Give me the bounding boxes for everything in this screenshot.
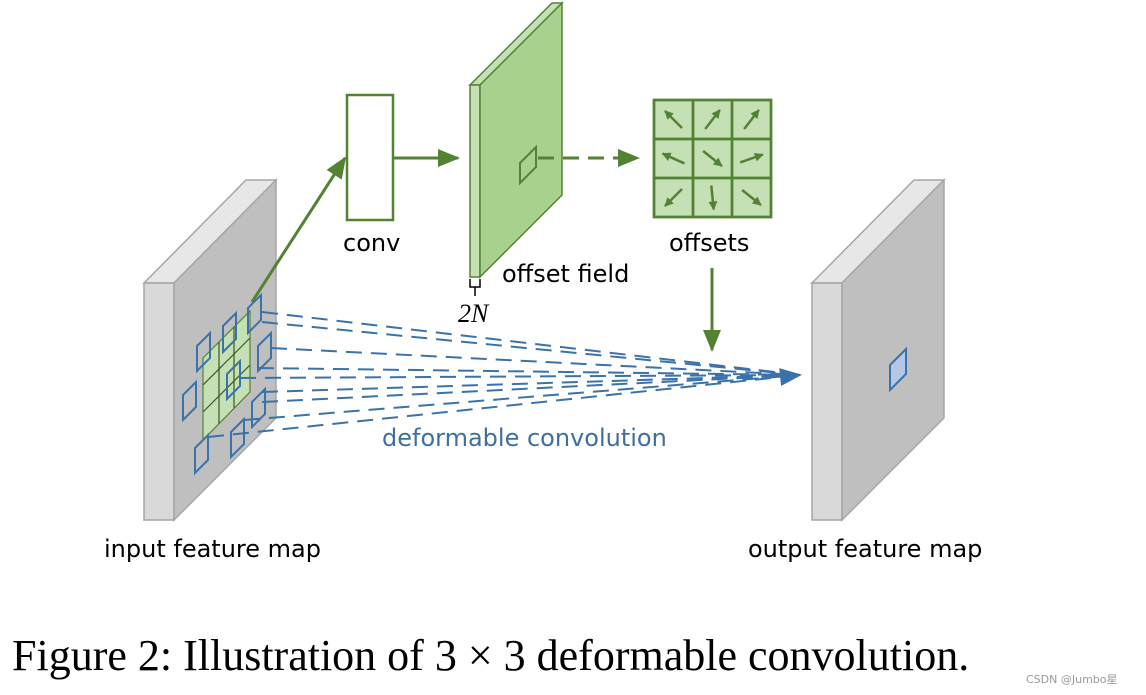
offset-arrow-icon: [702, 150, 723, 167]
output-location: [889, 346, 907, 393]
figure-caption: Figure 2: Illustration of 3 × 3 deformab…: [12, 631, 969, 680]
output-feature-map-label: output feature map: [748, 535, 982, 563]
offsets-grid: [652, 98, 773, 219]
sample-1: [196, 330, 211, 374]
offset-arrow-icon: [743, 109, 760, 130]
offsets-label: offsets: [669, 229, 749, 257]
offset-arrow-icon: [741, 189, 762, 206]
sample-8: [230, 416, 245, 460]
offset-arrow-icon: [739, 152, 764, 164]
offset-arrow-icon: [661, 152, 685, 165]
input-to-conv-arrow: [250, 156, 347, 303]
offset-arrow-icon: [704, 109, 721, 130]
conv-label: conv: [343, 229, 400, 257]
offset-cell: [730, 176, 773, 219]
offset-arrow-icon: [664, 110, 683, 129]
sample-7: [194, 432, 209, 476]
offset-arrow-icon: [664, 188, 683, 207]
conv-layer: [345, 93, 395, 222]
offset-location: [519, 144, 537, 186]
watermark: CSDN @Jumbo星: [1026, 673, 1118, 686]
offset-field: [468, 1, 564, 296]
offset-arrow-icon: [708, 185, 718, 211]
sample-3: [247, 292, 262, 336]
input-feature-map: [142, 178, 278, 522]
sample-6: [257, 330, 272, 374]
sample-5: [226, 358, 241, 402]
deformable-convolution-lines: [207, 311, 802, 438]
deformed-sampling-locations: [182, 292, 272, 476]
sample-2: [222, 310, 237, 355]
channels-label: 2N: [458, 299, 490, 328]
input-feature-map-label: input feature map: [104, 535, 321, 563]
output-feature-map: [810, 178, 946, 522]
offset-field-label: offset field: [502, 260, 629, 288]
deformable-convolution-label: deformable convolution: [382, 424, 667, 452]
sample-4: [182, 379, 197, 423]
